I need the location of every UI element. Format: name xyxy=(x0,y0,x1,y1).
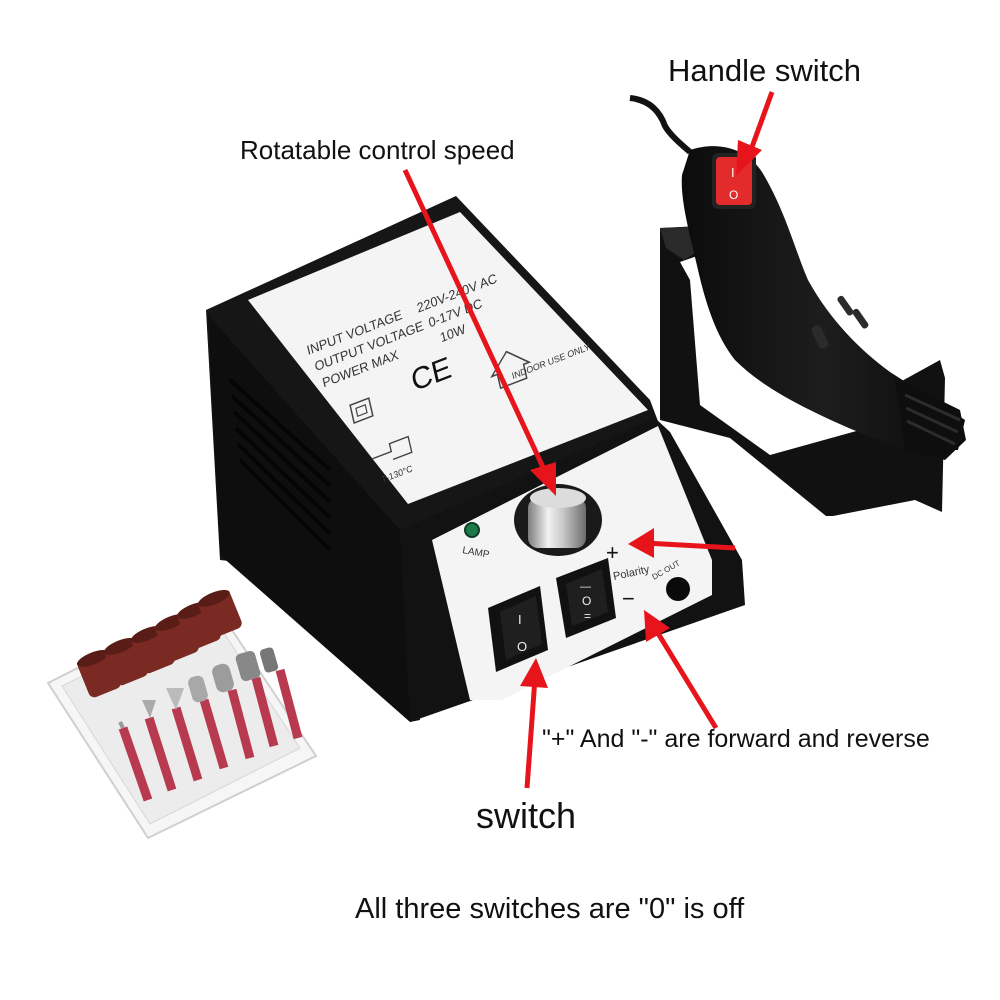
direction-switch-mid-label: O xyxy=(582,594,591,608)
lamp-indicator xyxy=(464,522,480,538)
direction-switch-bottom-label: = xyxy=(584,609,591,623)
speed-control-knob[interactable] xyxy=(514,484,602,556)
direction-switch-top-label: — xyxy=(580,581,591,593)
caption-all-switches-off: All three switches are "0" is off xyxy=(355,893,745,925)
polarity-minus-label: − xyxy=(622,586,635,611)
caption-switch: switch xyxy=(476,795,577,836)
bit-kit-tray xyxy=(46,589,318,840)
indoor-house-icon xyxy=(490,350,532,390)
arrow-plus xyxy=(628,528,736,558)
arrow-handle-switch xyxy=(736,91,775,176)
direction-switch[interactable]: — O = xyxy=(556,558,616,638)
drill-bits xyxy=(118,647,303,802)
main-switch-on-label: I xyxy=(518,612,522,627)
double-insulation-icon xyxy=(349,397,374,424)
sanding-bands xyxy=(76,589,242,698)
main-power-switch[interactable]: I O xyxy=(488,586,548,672)
fuse-icon xyxy=(372,435,413,461)
front-panel: LAMP + Polarity − DC OUT I O — O = xyxy=(461,484,690,672)
arrow-main-switch xyxy=(520,658,548,789)
caption-forward-reverse: "+" And "-" are forward and reverse xyxy=(542,725,930,753)
caption-handle-switch: Handle switch xyxy=(668,53,861,88)
handle-switch-on-label: I xyxy=(731,165,735,180)
polarity-plus-label: + xyxy=(606,540,619,565)
annotation-arrows xyxy=(402,91,775,789)
arrow-minus xyxy=(644,610,719,730)
caption-rotatable-control: Rotatable control speed xyxy=(240,135,515,165)
arrow-speed-knob xyxy=(402,168,556,496)
handle-switch-off-label: O xyxy=(729,188,738,202)
lamp-label: LAMP xyxy=(461,545,490,561)
main-switch-off-label: O xyxy=(517,639,527,654)
side-vents xyxy=(228,378,332,552)
